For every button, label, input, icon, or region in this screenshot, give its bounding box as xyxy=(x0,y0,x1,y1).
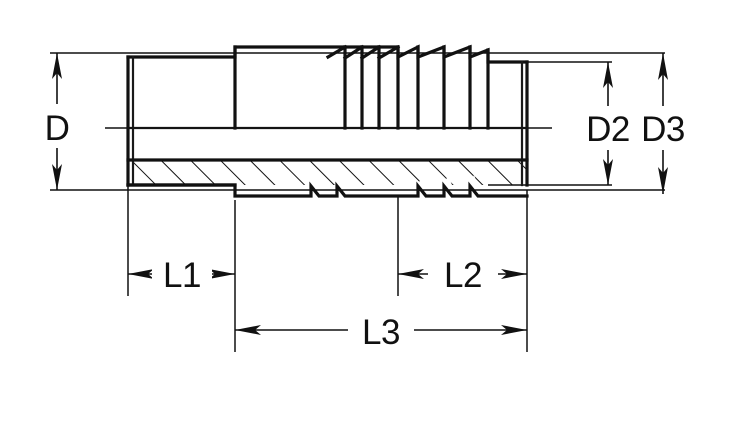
dimension-D-arrow-top xyxy=(52,53,62,79)
top-profile-outline xyxy=(126,44,529,64)
dimension-D-label-bg xyxy=(38,104,78,148)
dimension-D: D xyxy=(38,53,78,190)
dimension-D2-arrow-bottom xyxy=(603,159,613,185)
bottom-profile-outline xyxy=(126,181,529,198)
dimension-L1-label-bg xyxy=(152,252,212,296)
dimension-L1-arrow-right xyxy=(209,269,235,279)
upper-sawtooth-crests xyxy=(325,44,401,61)
dimension-L2-label: L2 xyxy=(444,256,482,295)
dimension-L2: L2 xyxy=(398,252,527,296)
dimension-D2-arrow-top xyxy=(603,62,613,88)
dimension-L3-label-bg xyxy=(348,308,414,354)
extension-lines xyxy=(50,52,665,352)
dimension-D3-label-bg xyxy=(631,106,696,150)
dimension-D3-arrow-top xyxy=(658,53,668,80)
section-hatch-region xyxy=(128,160,527,185)
dimension-L3-arrow-right xyxy=(501,325,527,335)
dimension-L2-label-bg xyxy=(428,252,498,296)
dimension-L3-label: L3 xyxy=(362,313,400,352)
dimension-D-label: D xyxy=(45,109,70,148)
dimension-L1-arrow-left xyxy=(128,269,154,279)
dimension-D2: D2 xyxy=(576,62,641,185)
dimension-L2-arrow-right xyxy=(501,269,527,279)
part-outline xyxy=(126,44,529,198)
barb-root-lines xyxy=(233,45,490,130)
dimension-D3-arrow-bottom xyxy=(658,167,668,194)
hatch-fill xyxy=(128,160,527,185)
dimension-D2-label-bg xyxy=(576,106,641,150)
dimension-L3: L3 xyxy=(235,308,527,354)
dimension-D3-label: D3 xyxy=(641,110,685,149)
dimension-L2-arrow-left xyxy=(398,269,424,279)
barb-group-left xyxy=(343,45,381,130)
dimension-L3-arrow-left xyxy=(235,325,261,335)
dimension-D3: D3 xyxy=(631,53,696,194)
dimension-L1: L1 xyxy=(128,252,235,296)
dimension-D2-label: D2 xyxy=(586,110,630,149)
dimension-D-arrow-bottom xyxy=(52,164,62,190)
dimension-L1-label: L1 xyxy=(163,256,201,295)
